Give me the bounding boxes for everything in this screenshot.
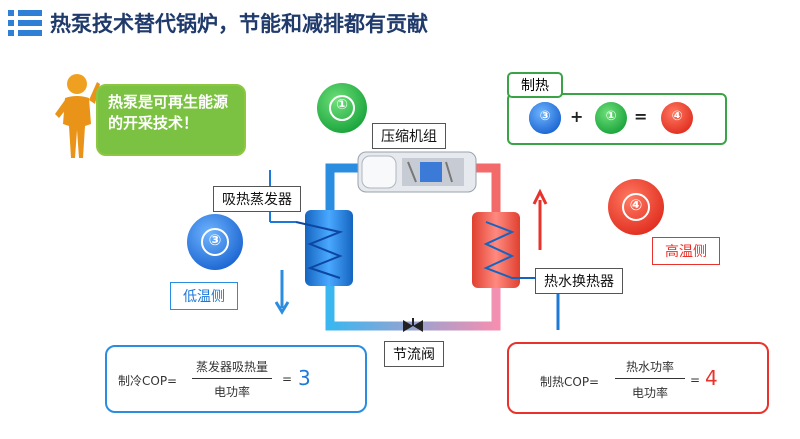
condenser-tank [472, 212, 520, 288]
list-menu-icon [8, 10, 42, 36]
eq-right-label: ① [605, 109, 617, 124]
valve-label: 节流阀 [384, 341, 444, 367]
heating-cop-value: 4 [705, 366, 718, 390]
heating-cop-fraction-bar [615, 378, 685, 379]
page-title: 热泵技术替代锅炉，节能和减排都有贡献 [50, 12, 428, 36]
cooling-cop-equals: = [282, 372, 293, 386]
compressor-unit [357, 151, 477, 193]
cooling-cop-value: 3 [298, 366, 311, 390]
heating-cop-denominator: 电功率 [631, 386, 668, 400]
callout-line-1: 热泵是可再生能源 [108, 93, 229, 111]
eq-equals: = [634, 107, 648, 126]
cold-inlet-pipe [325, 163, 362, 210]
heating-cop-box [507, 342, 769, 414]
circle-one [317, 83, 367, 133]
hot-outlet-pipe [470, 163, 501, 212]
throttle-valve-icon [403, 318, 423, 332]
compressor-label: 压缩机组 [372, 123, 446, 149]
condenser-label: 热水换热器 [535, 268, 623, 294]
eq-plus: + [570, 107, 584, 126]
circle-four-label: ④ [629, 196, 643, 214]
heating-cop-equals: = [690, 373, 701, 387]
heating-equation-circles [529, 102, 693, 134]
high-temp-side-label: 高温侧 [652, 237, 720, 265]
condenser-coil [483, 221, 540, 279]
circle-three-label: ③ [208, 231, 222, 249]
circle-three [187, 214, 243, 270]
thumbs-up-person-icon [55, 74, 100, 158]
circle-four [608, 179, 664, 235]
eq-left-label: ③ [539, 109, 551, 124]
cooling-cop-fraction-bar [192, 378, 272, 379]
heating-cop-prefix: 制热COP= [540, 375, 600, 389]
cooling-cop-numerator: 蒸发器吸热量 [195, 360, 268, 374]
cooling-cop-box [105, 345, 367, 413]
low-temp-side-label: 低温侧 [170, 282, 238, 310]
callout-line-2: 的开采技术！ [108, 114, 199, 132]
evaporator-label: 吸热蒸发器 [213, 186, 301, 212]
cooling-cop-denominator: 电功率 [213, 385, 250, 399]
renewable-callout: 热泵是可再生能源 的开采技术！ [96, 84, 246, 156]
cooling-cop-prefix: 制冷COP= [118, 374, 178, 388]
heating-cop-numerator: 热水功率 [625, 360, 674, 374]
evaporator-coil [295, 221, 344, 279]
heating-title: 制热 [507, 72, 563, 98]
eq-result-label: ④ [671, 109, 683, 124]
evaporator-tank [305, 210, 353, 286]
circle-one-label: ① [336, 97, 348, 113]
